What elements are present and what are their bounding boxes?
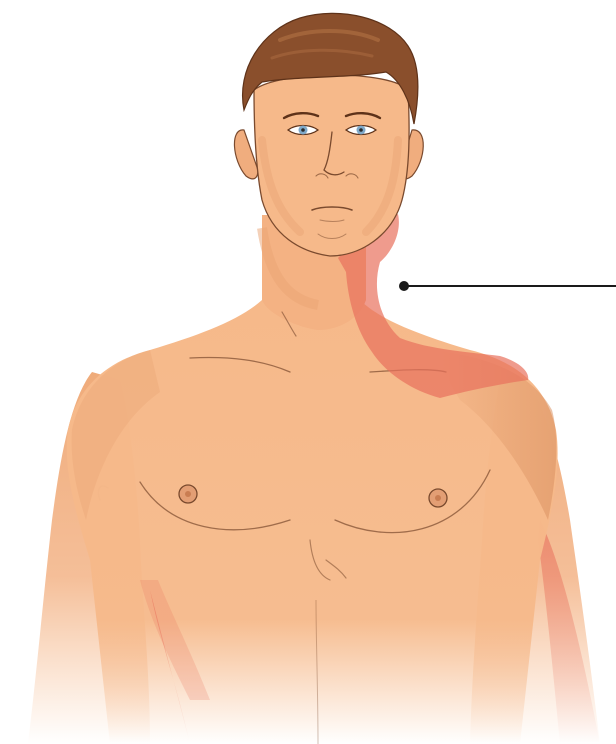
left-eye bbox=[288, 126, 318, 135]
left-nipple bbox=[179, 485, 197, 503]
right-eye bbox=[346, 126, 376, 135]
callout-leader bbox=[399, 281, 616, 291]
face bbox=[254, 75, 409, 256]
right-nipple bbox=[429, 489, 447, 507]
leader-dot-icon bbox=[399, 281, 409, 291]
